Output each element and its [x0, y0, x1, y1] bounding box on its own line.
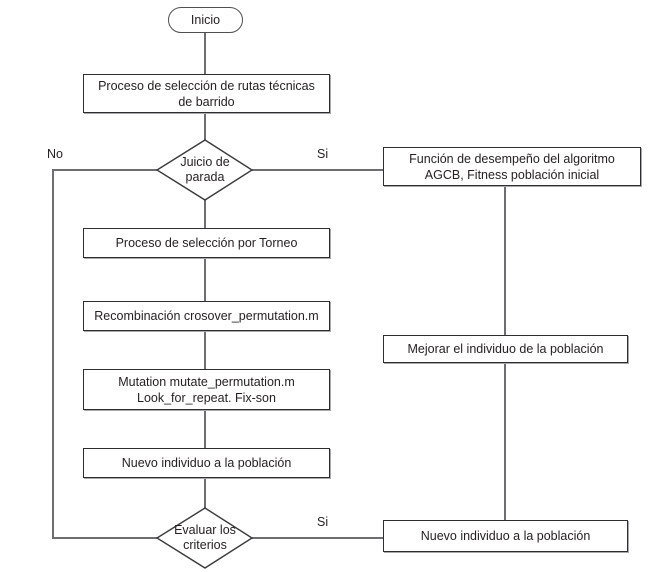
edge-label-no: No — [47, 147, 63, 161]
process-recombination: Recombinación crosover_permutation.m — [83, 301, 330, 331]
edge-label-si-top: Si — [317, 147, 329, 161]
process-improve-individual: Mejorar el individuo de la población — [383, 335, 628, 363]
process-new-individual-right: Nuevo individuo a la población — [383, 520, 628, 552]
decision-stop-judgment-label: Juicio de parada — [180, 154, 230, 184]
edge-no-loop — [52, 169, 158, 539]
decision-stop-judgment-shape — [155, 139, 254, 201]
start-terminator: Inicio — [168, 7, 243, 33]
process-fitness: Función de desempeño del algoritmo AGCB,… — [383, 147, 641, 186]
process-select-routes: Proceso de selección de rutas técnicas d… — [83, 74, 330, 113]
process-mutation: Mutation mutate_permutation.m Look_for_r… — [83, 369, 330, 410]
edge-label-si-bottom: Si — [317, 515, 329, 529]
process-new-individual-left: Nuevo individuo a la población — [83, 448, 330, 478]
process-mutation-line2: Look_for_repeat. Fix-son — [137, 390, 276, 405]
decision-evaluate-criteria-shape — [155, 507, 254, 569]
process-mutation-line1: Mutation mutate_permutation.m — [118, 374, 295, 389]
process-tournament: Proceso de selección por Torneo — [83, 228, 330, 258]
decision-evaluate-criteria-label: Evaluar los criterios — [174, 522, 236, 552]
